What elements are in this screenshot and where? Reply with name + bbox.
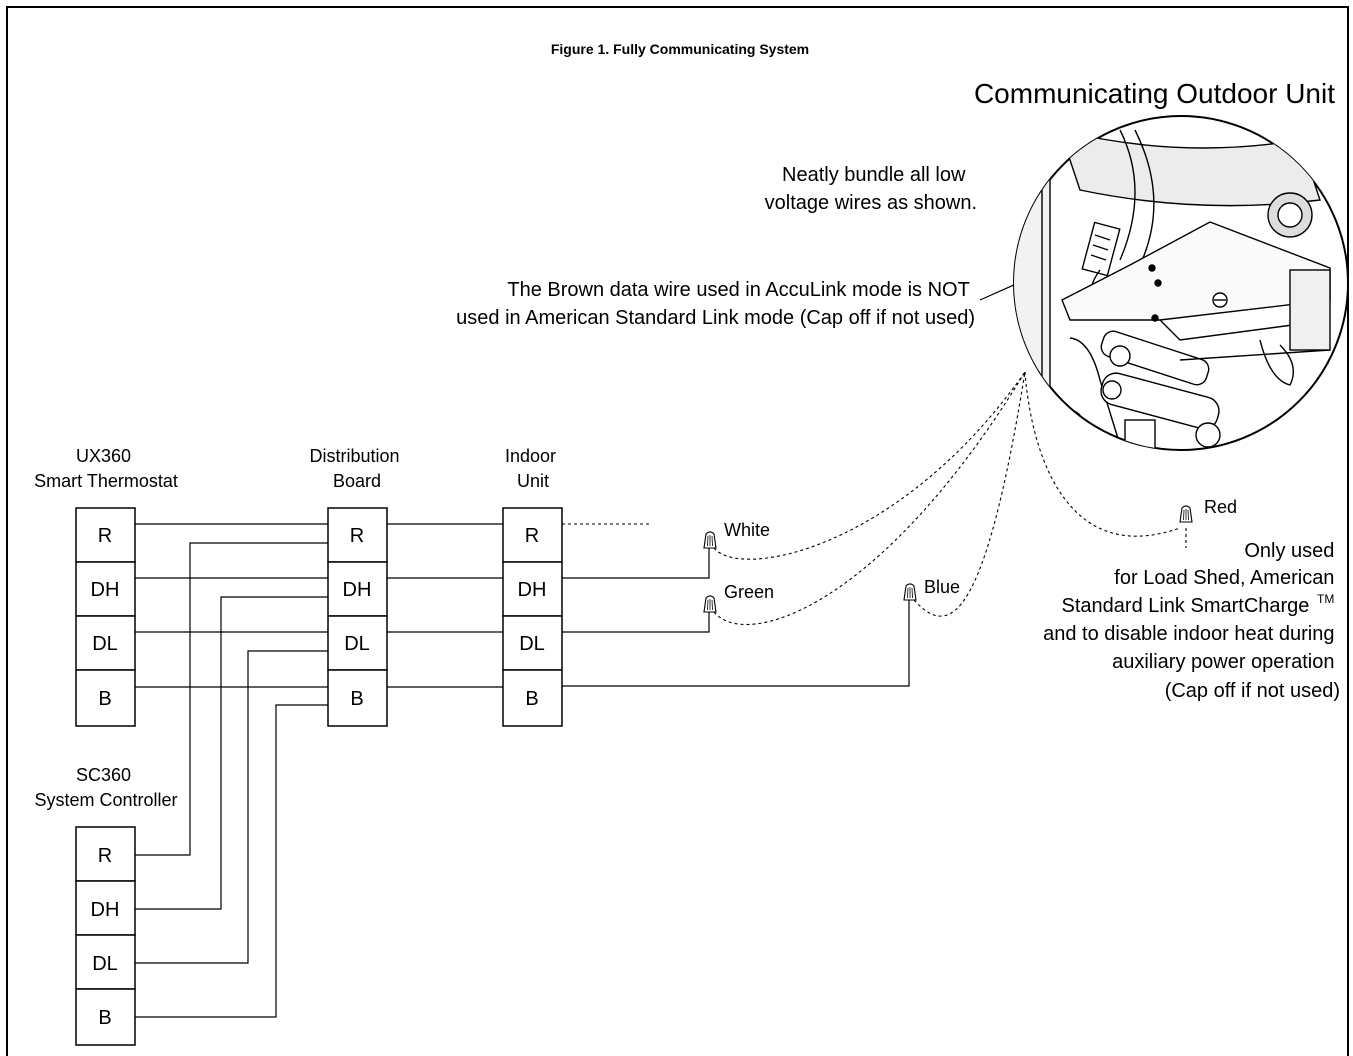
thermostat-terminal-dh: DH bbox=[91, 579, 120, 601]
thermostat-terminal-dl: DL bbox=[92, 633, 118, 655]
thermostat-label: UX360 Smart Thermostat bbox=[34, 446, 178, 491]
wire-nut-white: White bbox=[703, 520, 770, 549]
controller-terminal-b: B bbox=[98, 1007, 111, 1029]
controller-terminal-r: R bbox=[98, 845, 112, 867]
controller-terminal-dh: DH bbox=[91, 899, 120, 921]
thermostat-terminal-r: R bbox=[98, 525, 112, 547]
thermostat-terminal-block: R DH DL B bbox=[75, 507, 136, 727]
svg-text:White: White bbox=[724, 520, 770, 540]
controller-to-distribution-wires bbox=[135, 542, 328, 1018]
indoor-terminal-dl: DL bbox=[519, 633, 545, 655]
thermostat-terminal-b: B bbox=[98, 688, 111, 710]
wire-nut-blue: Blue bbox=[903, 577, 960, 601]
wire-nut-icon bbox=[703, 531, 717, 549]
controller-terminal-dl: DL bbox=[92, 953, 118, 975]
thermostat-to-distribution-wires bbox=[135, 523, 328, 688]
svg-text:Red: Red bbox=[1204, 497, 1237, 517]
outdoor-unit-title: Communicating Outdoor Unit bbox=[974, 78, 1335, 109]
svg-text:Green: Green bbox=[724, 582, 774, 602]
indoor-terminal-dh: DH bbox=[518, 579, 547, 601]
controller-terminal-block: R DH DL B bbox=[75, 826, 136, 1046]
red-wire-note: Only used for Load Shed, American Standa… bbox=[1043, 540, 1340, 702]
distribution-terminal-b: B bbox=[350, 688, 363, 710]
outdoor-unit-photo bbox=[1013, 115, 1349, 451]
trademark-mark: TM bbox=[1317, 592, 1334, 606]
figure-frame bbox=[6, 6, 1349, 1056]
wire-nut-icon bbox=[1179, 505, 1193, 523]
distribution-board-label: Distribution Board bbox=[309, 446, 404, 491]
wire-nut-red: Red bbox=[1179, 497, 1237, 523]
wire-nut-icon bbox=[903, 583, 917, 601]
brown-wire-note: The Brown data wire used in AccuLink mod… bbox=[456, 279, 975, 329]
distribution-to-indoor-wires bbox=[387, 523, 503, 688]
indoor-to-outdoor-wires bbox=[562, 371, 1187, 687]
controller-label: SC360 System Controller bbox=[34, 765, 177, 810]
svg-text:Blue: Blue bbox=[924, 577, 960, 597]
distribution-terminal-dl: DL bbox=[344, 633, 370, 655]
distribution-terminal-block: R DH DL B bbox=[327, 507, 388, 727]
wire-nut-icon bbox=[703, 595, 717, 613]
distribution-terminal-r: R bbox=[350, 525, 364, 547]
indoor-terminal-block: R DH DL B bbox=[502, 507, 563, 727]
figure-caption: Figure 1. Fully Communicating System bbox=[551, 41, 809, 57]
distribution-terminal-dh: DH bbox=[343, 579, 372, 601]
indoor-terminal-r: R bbox=[525, 525, 539, 547]
bundle-note: Neatly bundle all low voltage wires as s… bbox=[765, 164, 977, 214]
wire-nut-green: Green bbox=[703, 582, 774, 613]
indoor-unit-label: Indoor Unit bbox=[505, 446, 561, 491]
indoor-terminal-b: B bbox=[525, 688, 538, 710]
